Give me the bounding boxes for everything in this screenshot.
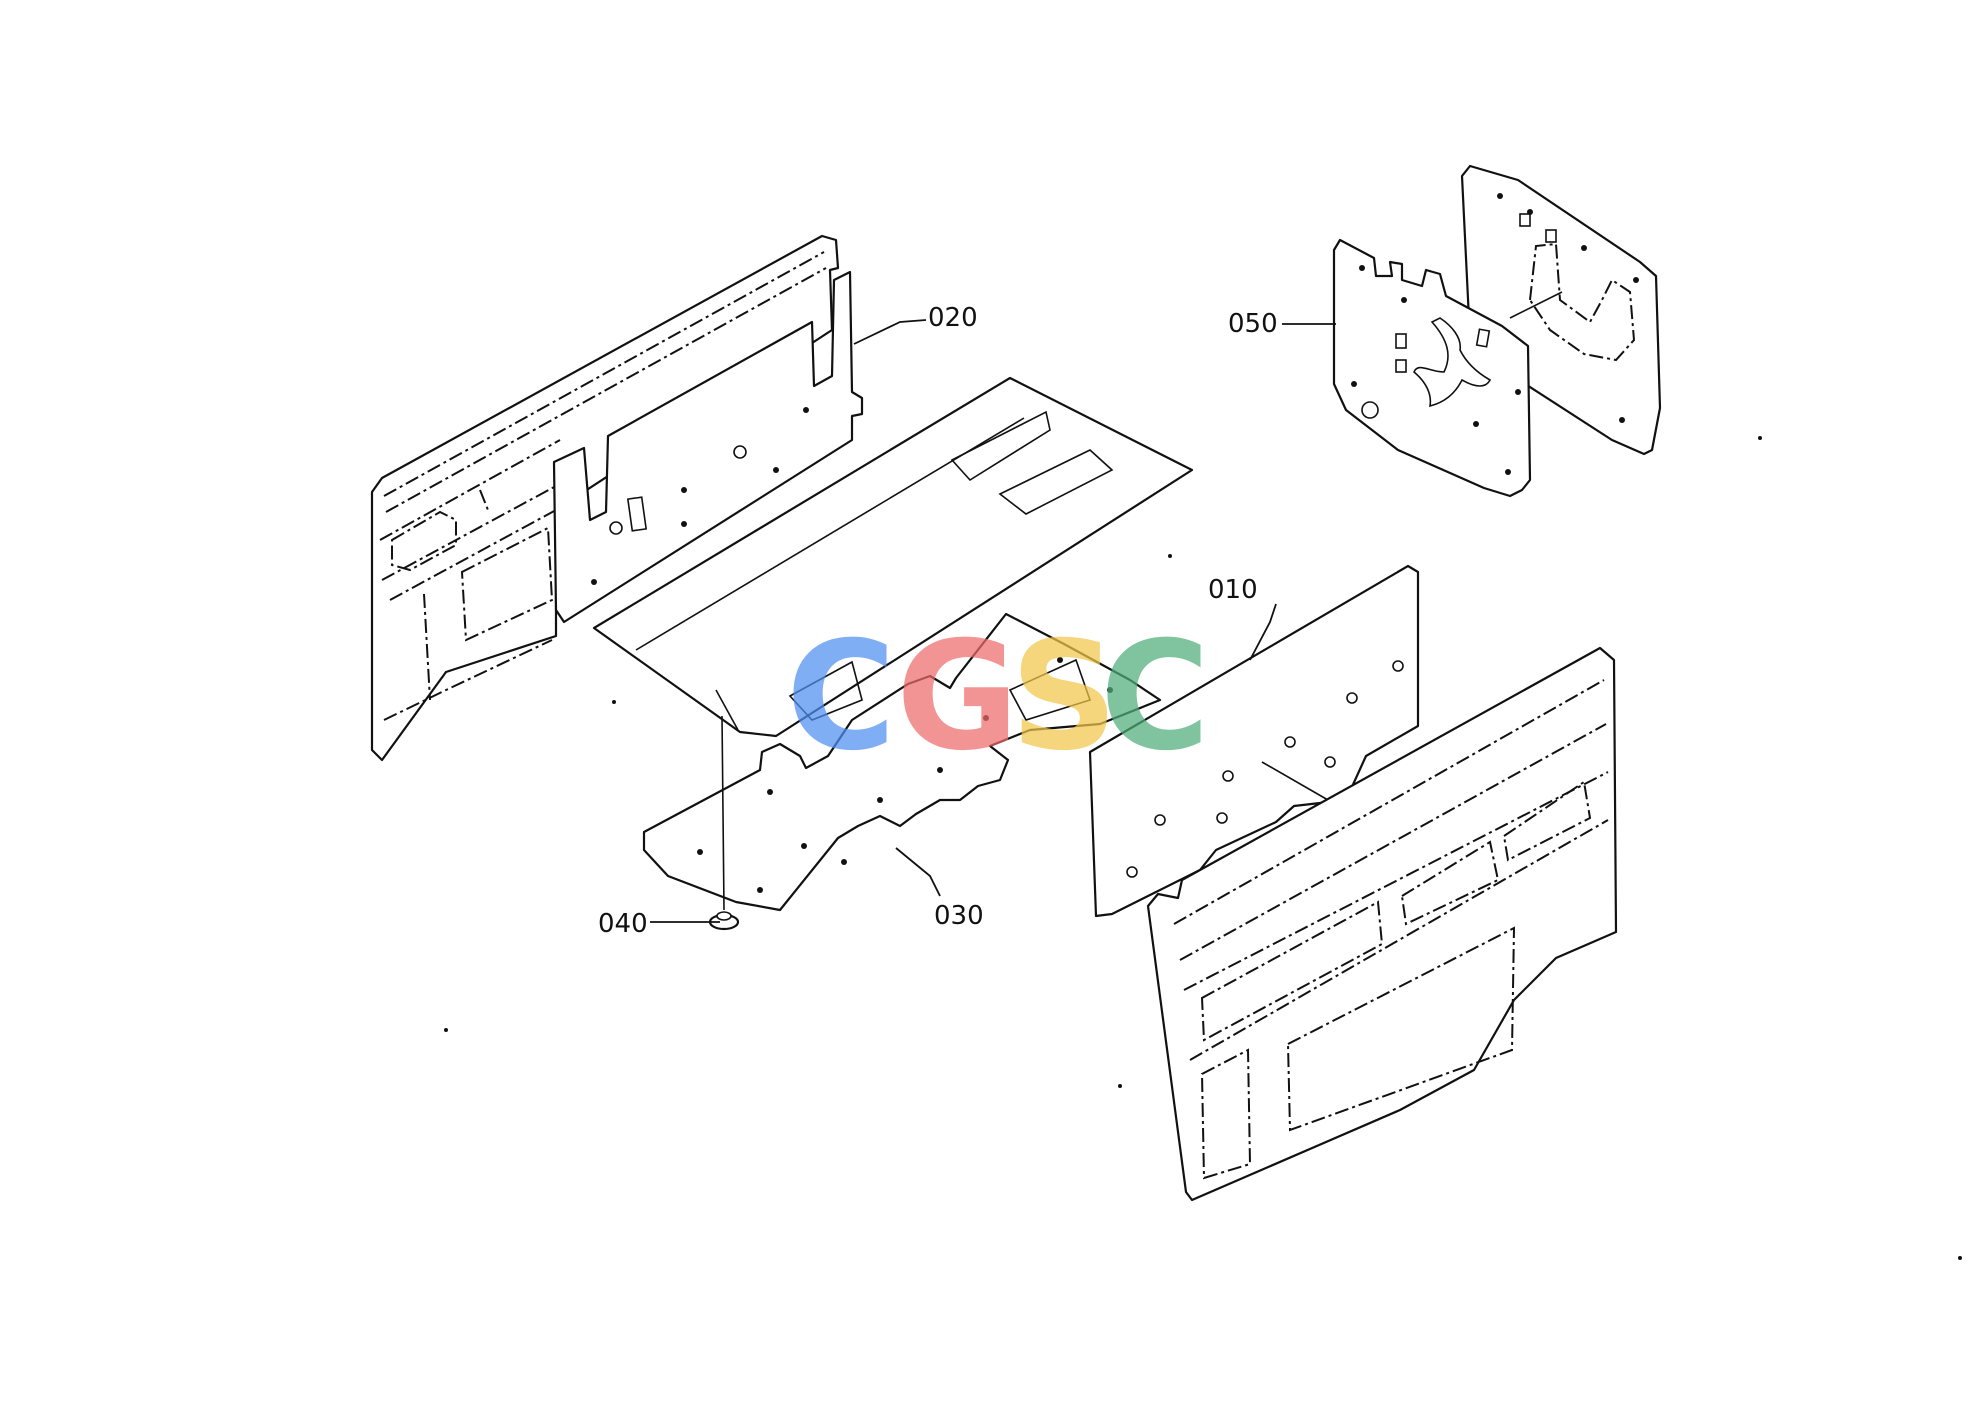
callout-010: 010 bbox=[1208, 575, 1258, 605]
leader-020 bbox=[853, 319, 927, 345]
part-020-left-inner-panel bbox=[552, 270, 864, 624]
watermark-letter-c1: C bbox=[786, 610, 896, 784]
part-050-rear-panels bbox=[1332, 164, 1662, 498]
leader-010 bbox=[1249, 603, 1277, 661]
part-040-plug bbox=[708, 715, 740, 931]
callout-020: 020 bbox=[928, 303, 978, 333]
right-side-panel bbox=[1146, 646, 1618, 1202]
watermark-letter-s: S bbox=[1010, 610, 1118, 784]
watermark-letter-g: G bbox=[896, 610, 1019, 784]
part-030-floor-mat bbox=[642, 612, 1162, 912]
cgsc-watermark: C G S C bbox=[786, 610, 1210, 784]
leader-030 bbox=[895, 847, 941, 897]
callout-040: 040 bbox=[598, 909, 648, 939]
center-floor-plate bbox=[592, 376, 1194, 738]
part-010-right-inner-panel bbox=[1088, 564, 1420, 918]
callout-050: 050 bbox=[1228, 309, 1278, 339]
callout-030: 030 bbox=[934, 901, 984, 931]
watermark-letter-c2: C bbox=[1100, 610, 1210, 784]
